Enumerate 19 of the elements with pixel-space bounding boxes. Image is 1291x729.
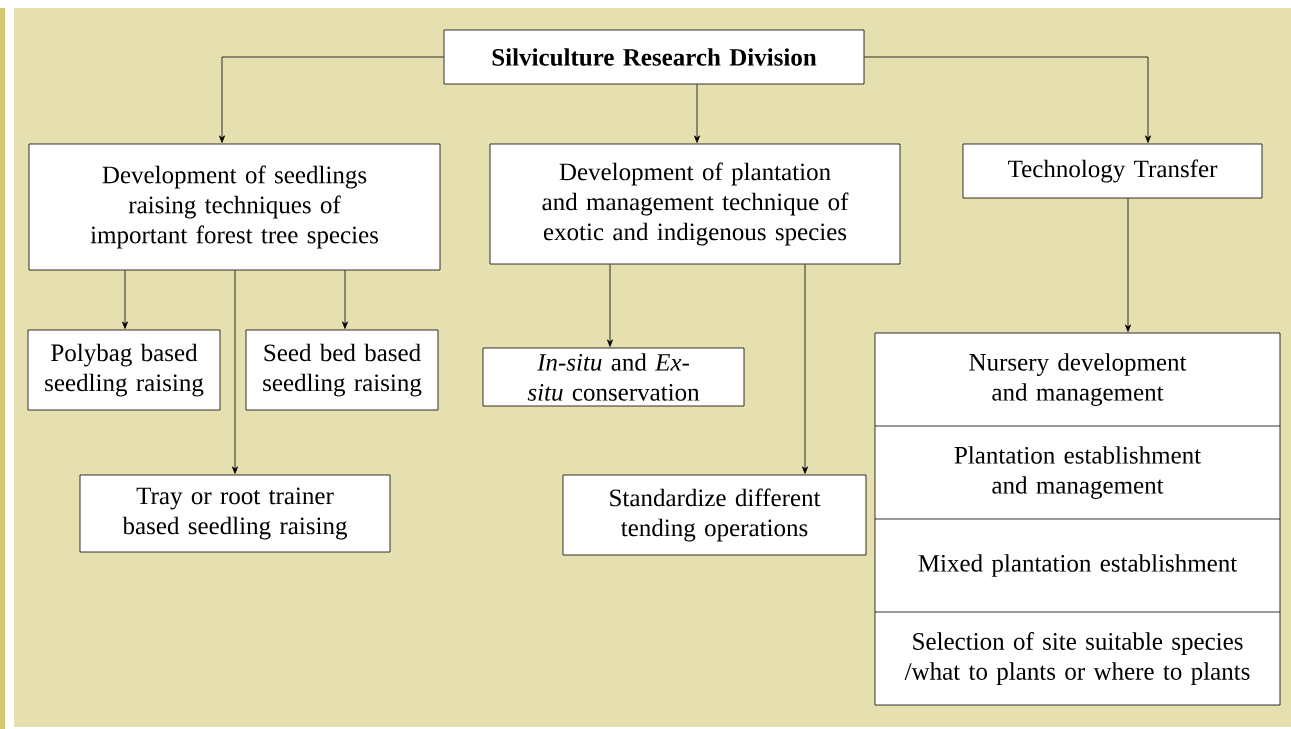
arrow <box>864 56 1151 143</box>
arrow <box>122 270 128 329</box>
arrow <box>342 270 348 329</box>
arrow <box>607 264 613 347</box>
arrow <box>232 270 238 474</box>
box: Technology Transfer <box>962 143 1263 199</box>
box: Seed bed based seedling raising <box>245 329 439 411</box>
stacked-box: Nursery development and management Plantation establishment and management Mixed plantation establishment Selection of site suitable species /what to plants or where to plants <box>874 332 1281 706</box>
box: Development of seedlings raising techniques of important forest tree species <box>28 143 441 271</box>
box: Polybag based seedling raising <box>27 329 221 411</box>
arrow <box>219 56 444 143</box>
arrow <box>802 264 808 474</box>
box: Standardize different tending operations <box>562 474 867 556</box>
arrow <box>1125 198 1131 332</box>
box: Tray or root trainer based seedling raising <box>79 474 391 553</box>
arrow <box>694 84 700 143</box>
box: Development of plantation and management technique of exotic and indigenous species <box>489 143 901 265</box>
box: In-situ and Ex-situ conservation <box>482 347 745 407</box>
box: Silviculture Research Division <box>443 29 865 85</box>
